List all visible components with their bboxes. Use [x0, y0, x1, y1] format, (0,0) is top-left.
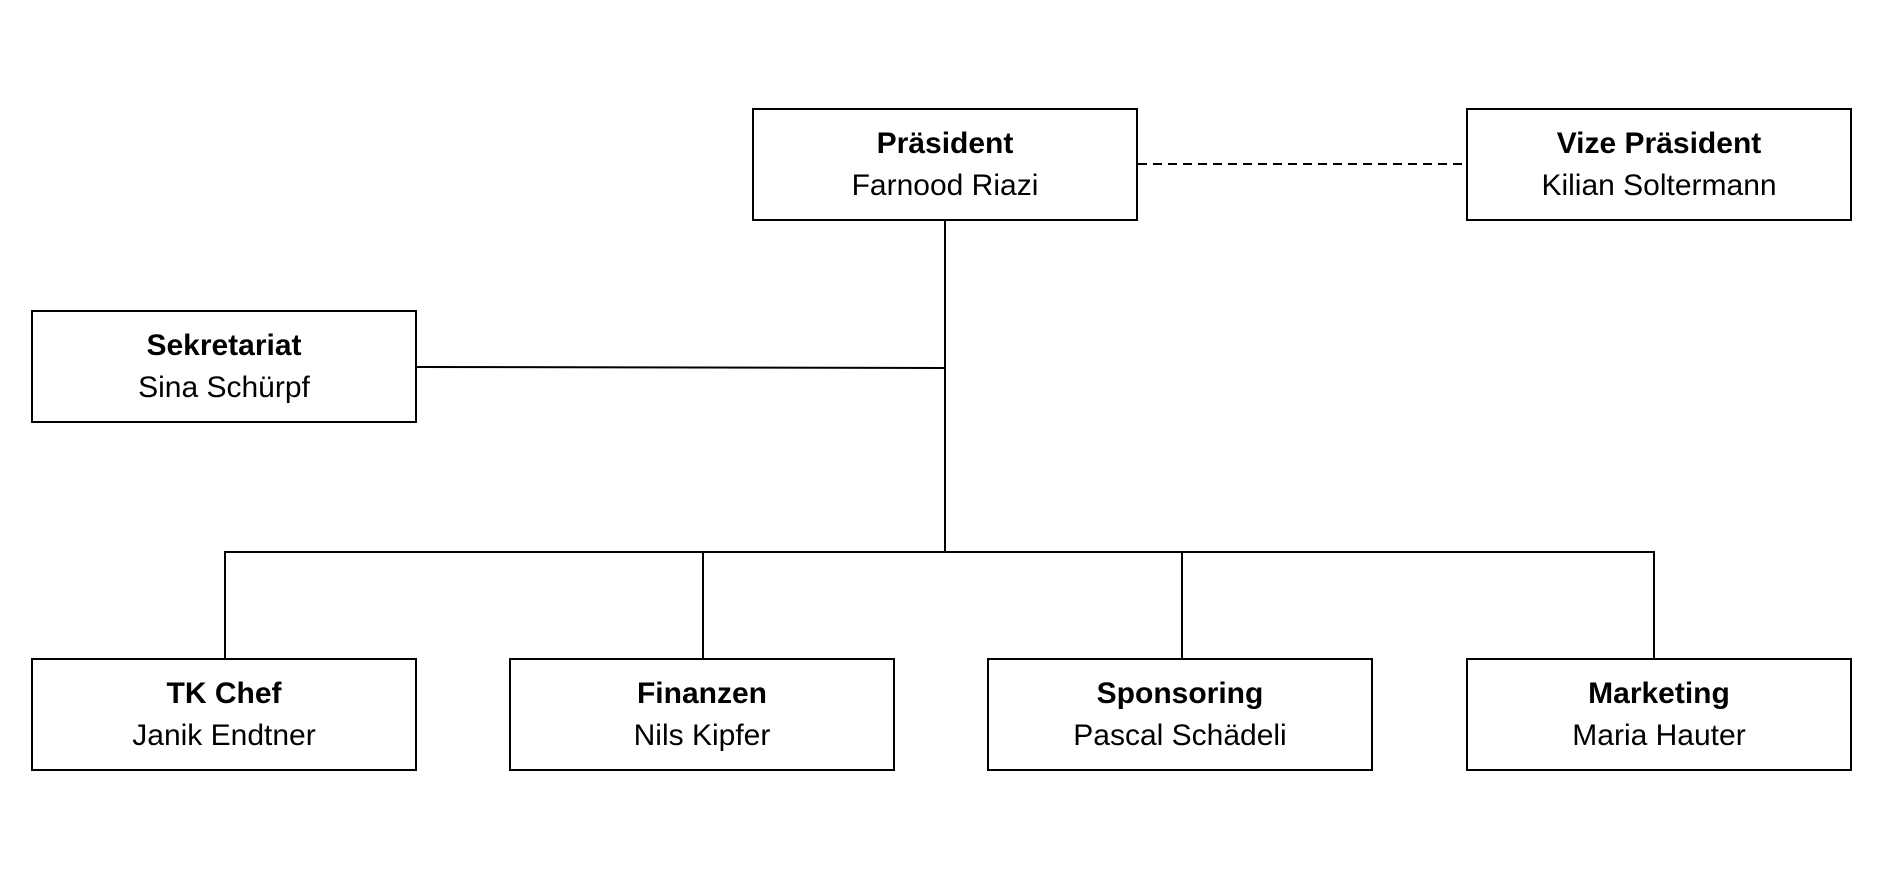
vice-president-name: Kilian Soltermann — [1541, 168, 1777, 202]
connector-secretariat — [416, 366, 946, 369]
secretariat-box: Sekretariat Sina Schürpf — [31, 310, 417, 423]
department-name: Janik Endtner — [132, 718, 316, 752]
vice-president-box: Vize Präsident Kilian Soltermann — [1466, 108, 1852, 221]
department-name: Nils Kipfer — [633, 718, 771, 752]
president-role: Präsident — [876, 126, 1014, 160]
department-role: Sponsoring — [1096, 676, 1264, 710]
vice-president-role: Vize Präsident — [1556, 126, 1762, 160]
department-name: Maria Hauter — [1572, 718, 1746, 752]
secretariat-name: Sina Schürpf — [138, 370, 310, 404]
department-role: Marketing — [1588, 676, 1730, 710]
department-box-sponsoring: Sponsoring Pascal Schädeli — [987, 658, 1373, 771]
president-box: Präsident Farnood Riazi — [752, 108, 1138, 221]
department-box-tk-chef: TK Chef Janik Endtner — [31, 658, 417, 771]
secretariat-role: Sekretariat — [146, 328, 302, 362]
department-box-marketing: Marketing Maria Hauter — [1466, 658, 1852, 771]
department-role: TK Chef — [166, 676, 282, 710]
department-box-finanzen: Finanzen Nils Kipfer — [509, 658, 895, 771]
department-name: Pascal Schädeli — [1073, 718, 1287, 752]
president-name: Farnood Riazi — [851, 168, 1039, 202]
department-role: Finanzen — [636, 676, 767, 710]
